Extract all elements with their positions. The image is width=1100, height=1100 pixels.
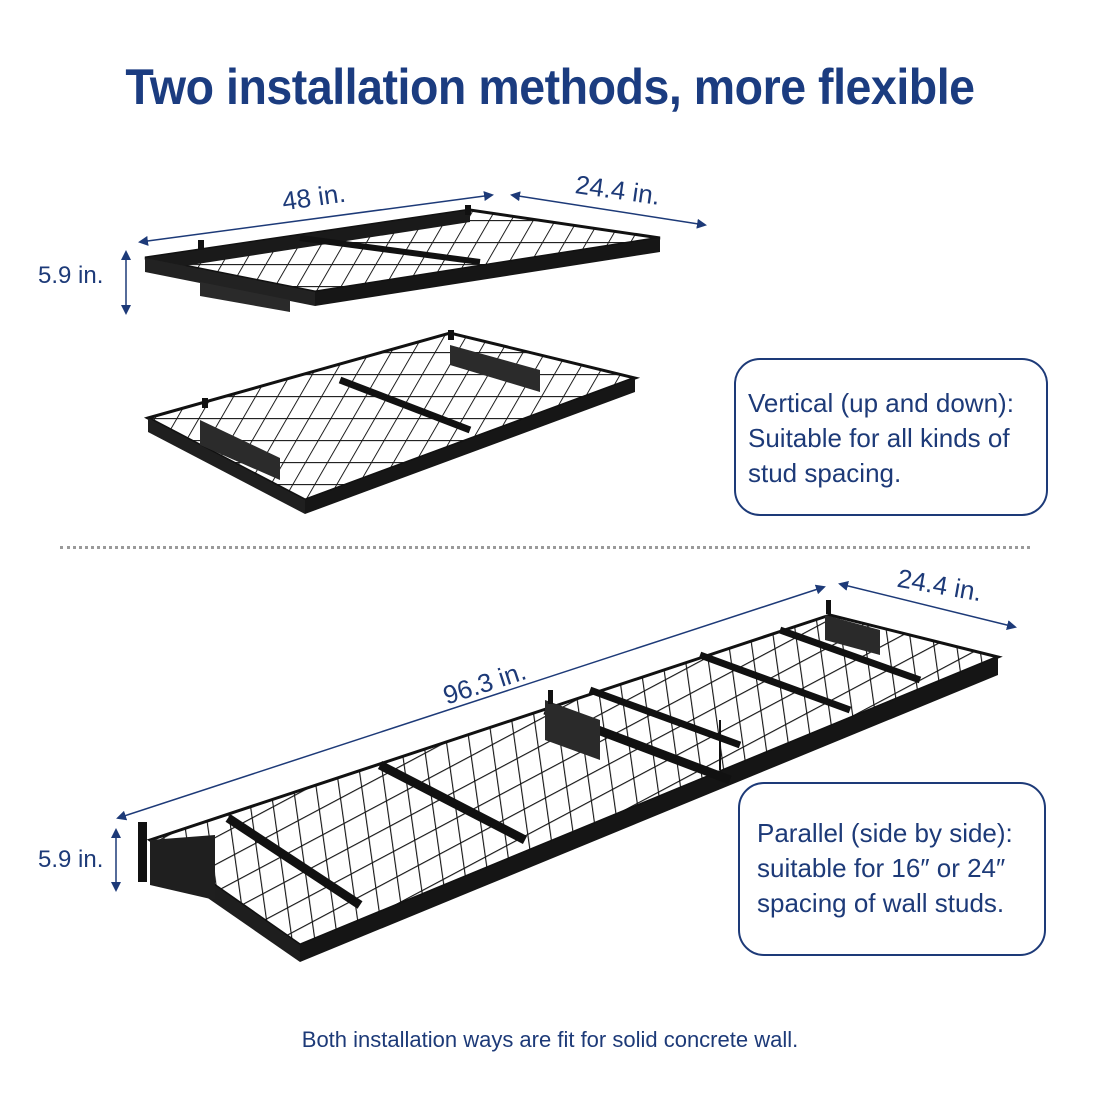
parallel-callout: Parallel (side by side): suitable for 16… (738, 782, 1046, 956)
vertical-callout-line: Suitable for all kinds of (748, 423, 1010, 453)
dimension-height-vertical: 5.9 in. (38, 262, 104, 289)
shelf-lower (143, 330, 641, 514)
dimension-height-parallel: 5.9 in. (38, 846, 104, 873)
footer-note: Both installation ways are fit for solid… (301, 1027, 799, 1052)
section-divider (60, 546, 1030, 549)
parallel-callout-line: spacing of wall studs. (757, 888, 1005, 918)
parallel-callout-line: Parallel (side by side): (757, 818, 1013, 848)
vertical-callout-line: Vertical (up and down): (748, 388, 1014, 418)
shelf-upper (144, 205, 661, 312)
vertical-callout: Vertical (up and down): Suitable for all… (734, 358, 1048, 516)
parallel-callout-line: suitable for 16″ or 24″ (757, 853, 1006, 883)
page-title: Two installation methods, more flexible (125, 59, 975, 115)
vertical-callout-line: stud spacing. (748, 458, 902, 488)
